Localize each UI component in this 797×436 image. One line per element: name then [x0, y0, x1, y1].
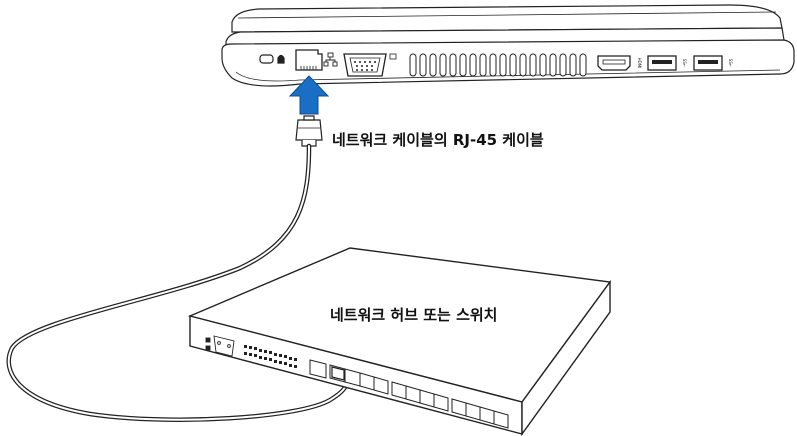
network-switch [187, 247, 612, 436]
usb-2-mark: SS← [728, 59, 733, 68]
status-leds [244, 345, 297, 368]
usb-1-mark: SS← [682, 59, 687, 68]
plugged-connector [331, 366, 345, 381]
cable-label: 네트워크 케이블의 RJ-45 케이블 [332, 131, 544, 149]
switch-side [521, 279, 611, 436]
lock-slot-icon [259, 54, 274, 64]
switch-ports-group-1 [329, 364, 389, 395]
switch-panel-details [205, 335, 235, 357]
lan-port [295, 49, 323, 71]
lan-port-pins [300, 66, 317, 70]
switch-port-uplink [309, 359, 327, 379]
monitor-symbol-icon [389, 53, 397, 60]
hub-label: 네트워크 허브 또는 스위치 [330, 306, 497, 324]
lock-symbol-icon [277, 54, 285, 64]
network-symbol-icon [323, 52, 338, 67]
laptop-lid [231, 4, 783, 33]
rj45-plug [295, 115, 323, 147]
switch-ports-group-3 [451, 398, 509, 429]
vga-pins [354, 61, 376, 71]
laptop: HDMI SS← SS← [221, 4, 795, 87]
hdmi-mark: HDMI [637, 58, 642, 69]
switch-ports-group-2 [391, 381, 449, 412]
insert-arrow-icon [288, 75, 330, 115]
vent-slots [409, 53, 587, 77]
